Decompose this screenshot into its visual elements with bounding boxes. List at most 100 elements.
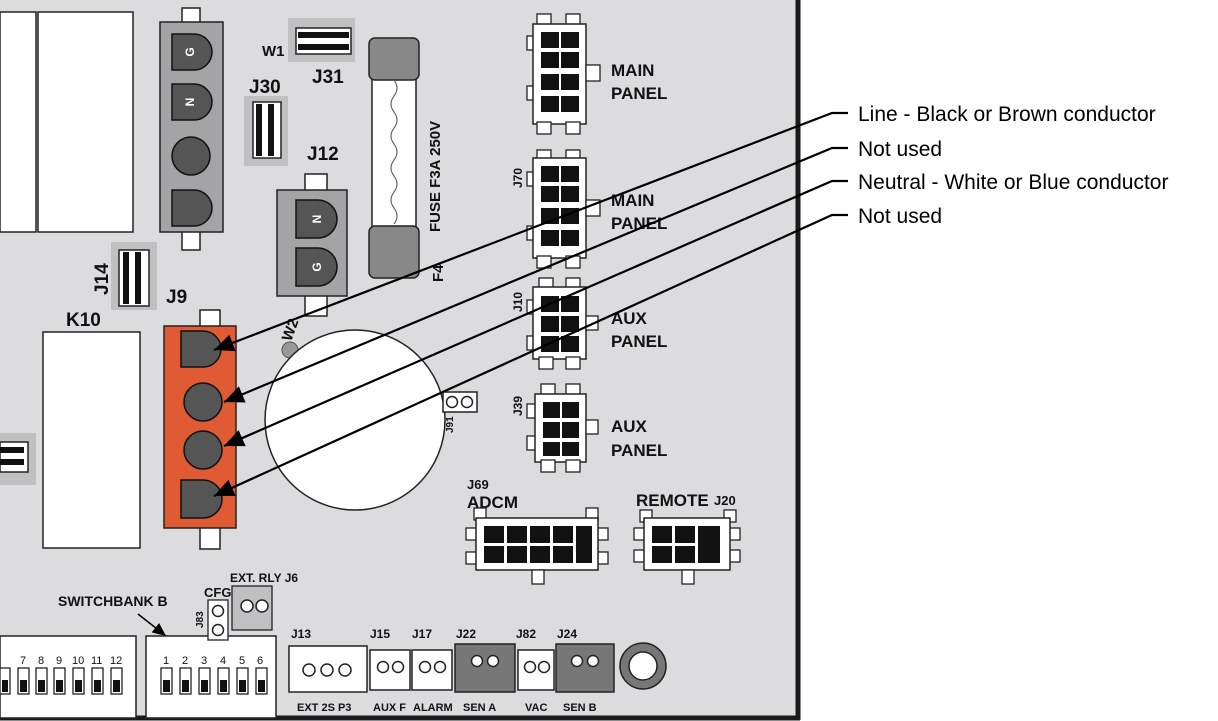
j82-pin-1 [523, 660, 537, 674]
sw-left-num: 10 [72, 655, 84, 667]
aux-panel-2-line1: AUX [611, 417, 648, 436]
fuse-label: FUSE F3A 250V [427, 121, 444, 232]
callout-not-used-2: Not used [858, 205, 942, 228]
j12-g-label: G [310, 262, 324, 271]
fuse-body [371, 69, 417, 237]
terminal-g-label: G [183, 47, 197, 56]
main-panel-2-line2: PANEL [611, 214, 667, 233]
j30-bar-2 [268, 104, 274, 156]
adcm-connector [465, 507, 609, 585]
j17-label: J17 [412, 627, 432, 641]
callout-line-conductor: Line - Black or Brown conductor [858, 103, 1156, 126]
switchbank-arrow [137, 613, 167, 637]
sw-right-num: 2 [182, 655, 188, 667]
relay-block-top-left [0, 11, 37, 233]
j91-pin-2 [460, 395, 474, 409]
callout-leader-not-used-1 [223, 146, 848, 404]
j12-terminal-n [295, 199, 338, 239]
aux-panel-connector-2 [526, 383, 599, 473]
adcm-label: ADCM [467, 493, 518, 512]
j13-label: J13 [291, 627, 311, 641]
senb-label: SEN B [563, 702, 597, 714]
j12-n-label: N [310, 215, 324, 224]
j20-label: J20 [714, 493, 736, 508]
switchbank-right-numbers: 1 2 3 4 5 6 [163, 655, 263, 667]
callout-leader-neutral [223, 179, 848, 448]
sw-right-num: 1 [163, 655, 169, 667]
j12-label: J12 [307, 144, 339, 165]
j6-pin-2 [255, 599, 269, 613]
j9-terminal-4 [180, 479, 223, 519]
j14-bar-1 [123, 252, 129, 304]
ext2sp3-label: EXT 2S P3 [297, 702, 351, 714]
left-jumper-bar-1 [0, 447, 24, 453]
j30-label: J30 [249, 77, 281, 98]
j17-pin-1 [418, 660, 432, 674]
j39-label: J39 [511, 396, 525, 416]
sw-left-num: 9 [56, 655, 62, 667]
ext-rly-label: EXT. RLY J6 [230, 571, 298, 585]
k10-label: K10 [66, 310, 101, 331]
sw-right-num: 6 [257, 655, 263, 667]
k10-relay [42, 331, 141, 549]
j9-tab-bottom [199, 526, 221, 550]
j91-pin-1 [445, 395, 459, 409]
j22-connector [454, 643, 516, 693]
j17-pin-2 [433, 660, 447, 674]
j24-connector [555, 643, 615, 693]
j24-pin-1 [570, 654, 584, 668]
main-panel-1-line1: MAIN [611, 61, 654, 80]
j69-label: J69 [467, 477, 489, 492]
j83-pin-1 [211, 604, 225, 618]
terminal-round-top [171, 136, 211, 176]
callout-leader-not-used-2 [213, 213, 848, 498]
j14-label: J14 [92, 263, 113, 295]
switchbank-left-numbers: 7 8 9 10 11 12 [20, 655, 122, 667]
j83-label: J83 [195, 611, 206, 628]
alarm-label: ALARM [413, 702, 453, 714]
sw-right-num: 4 [220, 655, 226, 667]
j14-bar-2 [135, 252, 141, 304]
terminal-d-top [171, 189, 213, 227]
j82-pin-2 [537, 660, 551, 674]
fuse-cap-bottom [368, 225, 420, 279]
main-panel-connector-1 [526, 13, 601, 135]
j10-label: J10 [511, 292, 525, 312]
j31-jumper [295, 27, 352, 55]
remote-connector [633, 509, 741, 585]
j12-terminal-g [295, 247, 338, 287]
j31-bar-1 [298, 32, 349, 38]
j31-label: J31 [312, 67, 344, 88]
j15-connector [369, 649, 411, 691]
j70-label: J70 [511, 168, 525, 188]
fuse-filament [390, 79, 398, 225]
j13-pin-3 [338, 663, 352, 677]
sw-left-num: 11 [91, 655, 102, 667]
j9-label: J9 [166, 287, 187, 308]
switchbank-b-label: SWITCHBANK B [58, 593, 168, 609]
terminal-n-label: N [183, 98, 197, 107]
j22-label: J22 [456, 627, 476, 641]
j15-pin-1 [376, 660, 390, 674]
j31-bar-2 [298, 44, 349, 50]
j30-bar-1 [256, 104, 262, 156]
remote-label: REMOTE [636, 491, 709, 510]
j13-pin-1 [302, 663, 316, 677]
j9-terminal-neutral [183, 430, 223, 470]
transformer [264, 329, 446, 511]
left-jumper-bar-2 [0, 459, 24, 465]
main-panel-1-line2: PANEL [611, 84, 667, 103]
w1-label: W1 [262, 43, 285, 60]
aux-panel-2-line2: PANEL [611, 441, 667, 460]
vac-label: VAC [525, 702, 547, 714]
fuse-cap-top [368, 37, 420, 81]
left-jumper [0, 441, 29, 473]
callout-leader-line [213, 111, 848, 352]
terminal-n-top [171, 83, 213, 121]
sena-label: SEN A [463, 702, 496, 714]
switchbank-left-switches [0, 667, 123, 695]
j9-terminal-2 [183, 382, 223, 422]
f4-label: F4 [430, 264, 447, 282]
callout-neutral-conductor: Neutral - White or Blue conductor [858, 171, 1168, 194]
